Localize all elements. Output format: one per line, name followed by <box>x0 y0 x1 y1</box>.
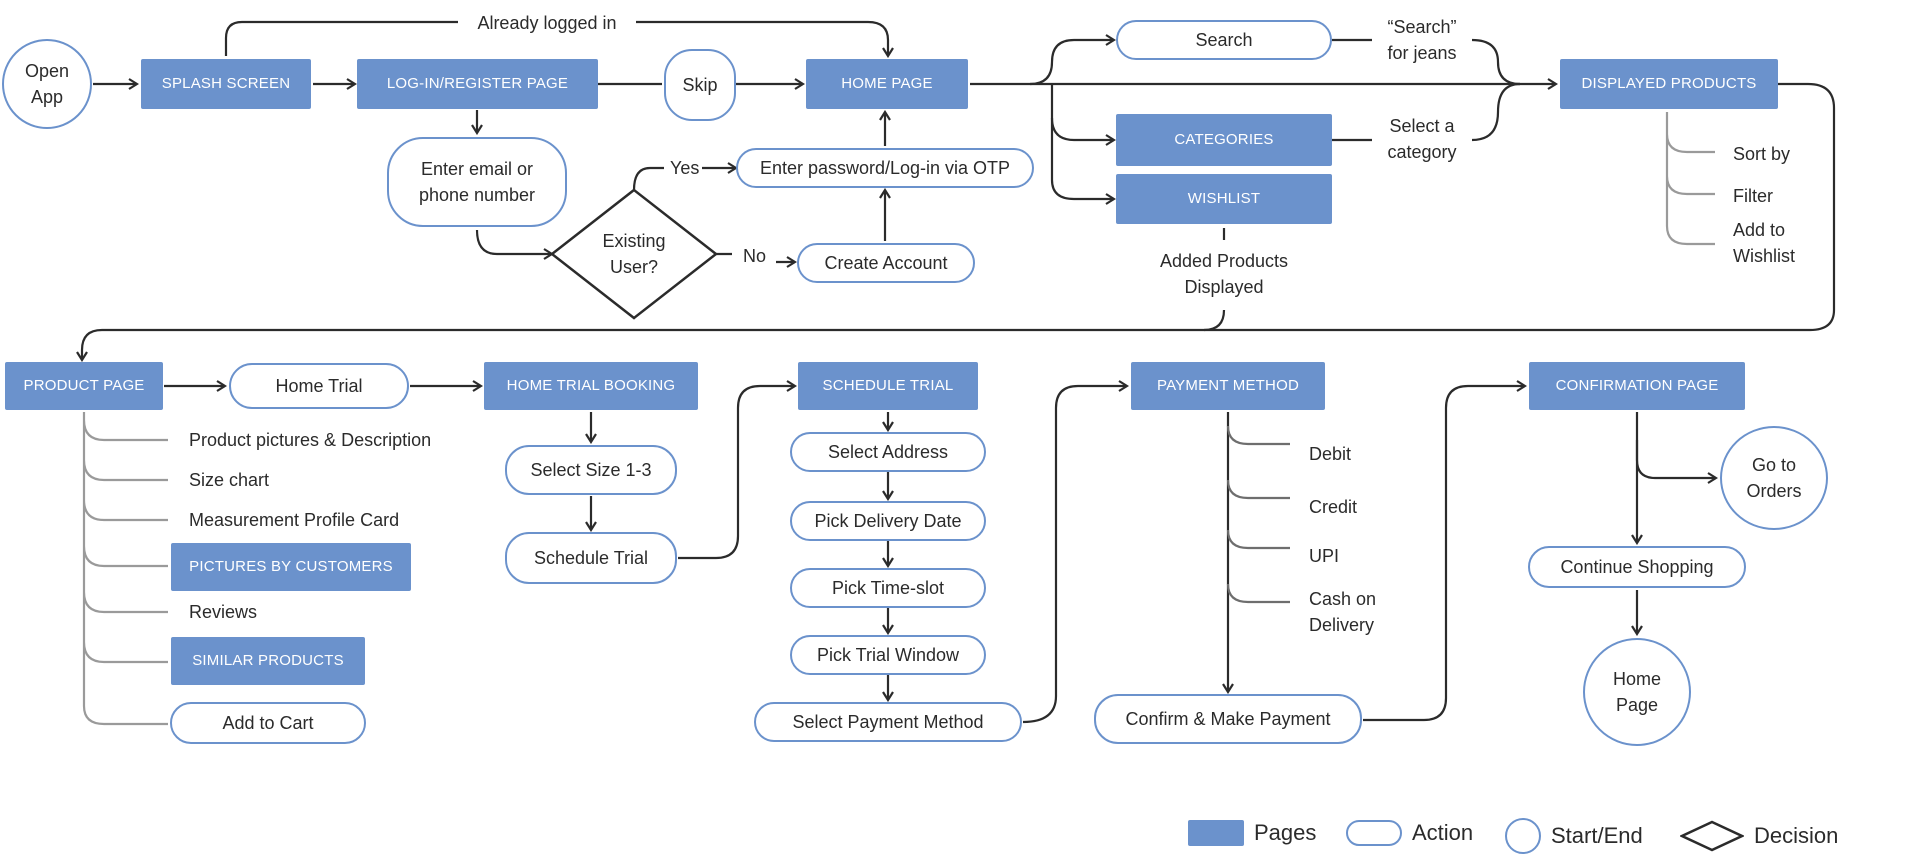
schedule-trial-page[interactable]: SCHEDULE TRIAL <box>798 362 978 410</box>
arrow-confirm-to-confirmation <box>1363 386 1525 722</box>
select-a-category-label: Select a category <box>1387 116 1457 163</box>
home-page[interactable]: HOME PAGE <box>806 59 968 109</box>
flow-arrows <box>82 20 1836 724</box>
pick-trial-window-action[interactable]: Pick Trial Window <box>790 635 986 675</box>
yes-label: Yes <box>670 158 700 178</box>
branch-payment-method <box>1226 425 1290 604</box>
legend-pages: Pages <box>1188 820 1316 846</box>
arrow-confirmation-to-orders <box>1635 412 1716 478</box>
arrow-already-logged-in <box>224 20 888 56</box>
arrow-search-to-displayed <box>1332 38 1521 86</box>
wishlist-page[interactable]: WISHLIST <box>1116 174 1332 224</box>
already-logged-in-label: Already logged in <box>477 13 617 33</box>
home-page-end[interactable]: Home Page <box>1583 638 1691 746</box>
credit-item[interactable]: Credit <box>1309 497 1358 517</box>
product-page[interactable]: PRODUCT PAGE <box>5 362 163 410</box>
select-size-action[interactable]: Select Size 1-3 <box>505 445 677 495</box>
no-label: No <box>743 246 767 266</box>
reviews-item[interactable]: Reviews <box>189 602 258 622</box>
product-pictures-item[interactable]: Product pictures & Description <box>189 430 432 450</box>
enter-email-action[interactable]: Enter email or phone number <box>387 137 567 227</box>
similar-products-page[interactable]: SIMILAR PRODUCTS <box>171 637 365 685</box>
arrow-selectpay-to-paymethod <box>1022 386 1127 724</box>
arrow-schedule-to-scheduletrial <box>678 386 795 560</box>
arrow-email-to-existing <box>475 229 552 254</box>
legend-decision-label: Decision <box>1754 823 1839 848</box>
pictures-by-customers-page[interactable]: PICTURES BY CUSTOMERS <box>171 543 411 591</box>
enter-password-action[interactable]: Enter password/Log-in via OTP <box>736 148 1034 188</box>
home-trial-booking-page[interactable]: HOME TRIAL BOOKING <box>484 362 698 410</box>
displayed-products-page[interactable]: DISPLAYED PRODUCTS <box>1560 59 1778 109</box>
legend-start-end-swatch <box>1505 818 1541 854</box>
cash-on-delivery-item[interactable]: Cash on Delivery <box>1309 589 1377 636</box>
sort-by-item[interactable]: Sort by <box>1733 144 1791 164</box>
payment-method-page[interactable]: PAYMENT METHOD <box>1131 362 1325 410</box>
confirm-make-payment-action[interactable]: Confirm & Make Payment <box>1094 694 1362 744</box>
arrow-home-to-search <box>970 40 1114 86</box>
debit-item[interactable]: Debit <box>1309 444 1352 464</box>
branch-lines <box>82 112 1715 726</box>
home-trial-action[interactable]: Home Trial <box>229 363 409 409</box>
go-to-orders-end[interactable]: Go to Orders <box>1720 426 1828 530</box>
legend-action-swatch <box>1346 820 1402 846</box>
select-payment-method-action[interactable]: Select Payment Method <box>754 702 1022 742</box>
legend-pages-swatch <box>1188 820 1244 846</box>
branch-displayed-products <box>1665 112 1715 246</box>
arrow-home-to-wishlist <box>1050 118 1114 199</box>
login-register-page[interactable]: LOG-IN/REGISTER PAGE <box>357 59 598 109</box>
legend-action-label: Action <box>1412 820 1474 845</box>
pick-delivery-date-action[interactable]: Pick Delivery Date <box>790 501 986 541</box>
arrow-no <box>716 254 795 262</box>
arrow-categories-to-displayed <box>1332 82 1521 142</box>
search-action[interactable]: Search <box>1116 20 1332 60</box>
legend-decision: Decision <box>1680 820 1838 852</box>
arrow-displayed-to-product <box>82 82 1836 360</box>
added-products-displayed-label: Added Products Displayed <box>1159 251 1289 298</box>
legend-start-end: Start/End <box>1505 818 1643 854</box>
splash-screen-page[interactable]: SPLASH SCREEN <box>141 59 311 109</box>
branch-product-page <box>82 412 168 726</box>
upi-item[interactable]: UPI <box>1309 546 1340 566</box>
create-account-action[interactable]: Create Account <box>797 243 975 283</box>
confirmation-page[interactable]: CONFIRMATION PAGE <box>1529 362 1745 410</box>
legend-pages-label: Pages <box>1254 820 1317 845</box>
add-to-cart-action[interactable]: Add to Cart <box>170 702 366 744</box>
pick-time-slot-action[interactable]: Pick Time-slot <box>790 568 986 608</box>
continue-shopping-action[interactable]: Continue Shopping <box>1528 546 1746 588</box>
size-chart-item[interactable]: Size chart <box>189 470 270 490</box>
existing-user-label: Existing User? <box>602 230 666 277</box>
legend-decision-swatch <box>1680 820 1744 852</box>
legend-action: Action <box>1346 820 1473 846</box>
arrow-yes <box>632 168 736 191</box>
open-app-start[interactable]: Open App <box>2 39 92 129</box>
filter-item[interactable]: Filter <box>1733 186 1773 206</box>
legend-start-end-label: Start/End <box>1551 823 1643 848</box>
select-address-action[interactable]: Select Address <box>790 432 986 472</box>
skip-action[interactable]: Skip <box>664 49 736 121</box>
arrow-home-to-categories <box>1050 84 1114 140</box>
search-for-jeans-label: “Search” for jeans <box>1387 17 1457 64</box>
measurement-profile-card-item[interactable]: Measurement Profile Card <box>189 510 400 530</box>
add-to-wishlist-item[interactable]: Add to Wishlist <box>1733 220 1795 267</box>
schedule-trial-action[interactable]: Schedule Trial <box>505 532 677 584</box>
categories-page[interactable]: CATEGORIES <box>1116 114 1332 166</box>
existing-user-decision[interactable] <box>549 188 719 320</box>
